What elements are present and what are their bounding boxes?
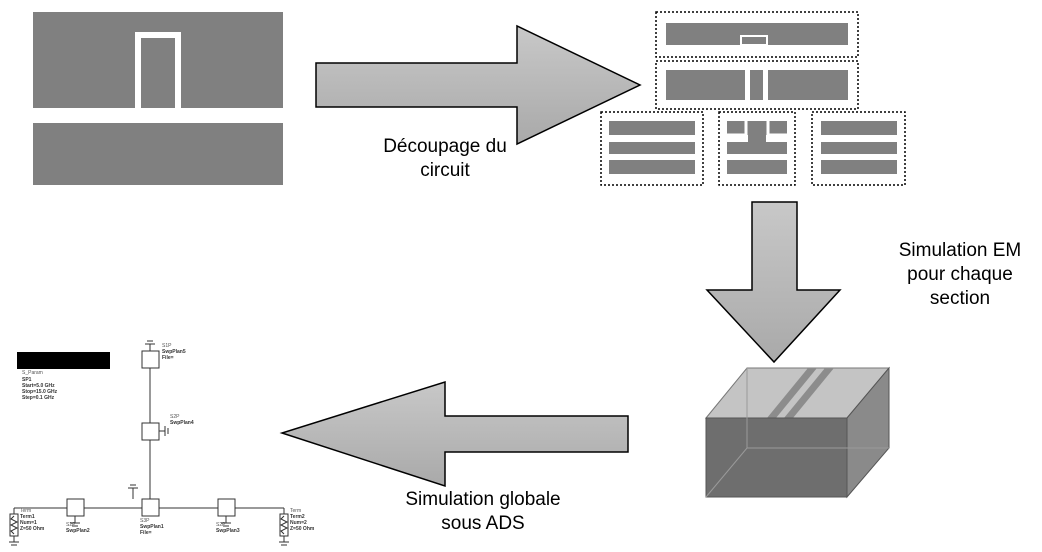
section-left-bar-2 xyxy=(609,142,695,154)
section-tee-stem xyxy=(748,121,766,154)
swp-center-file: File= xyxy=(140,530,152,536)
section-stub-slot xyxy=(740,35,768,46)
swp-right-name: SwpPlan3 xyxy=(216,528,240,534)
arrow-em xyxy=(705,201,842,364)
upper-metal-plane xyxy=(33,12,283,108)
term1-type: Term xyxy=(20,508,31,514)
section-stub-metal xyxy=(666,23,848,45)
arrow-global xyxy=(279,380,629,488)
sparam-stop: Stop=15.0 GHz xyxy=(22,389,58,395)
ads-schematic xyxy=(9,340,289,546)
swp-mid-ref: S2P xyxy=(170,414,180,420)
swp-right-ref: S2P xyxy=(216,522,226,528)
sparam-start: Start=5.0 GHz xyxy=(22,383,55,389)
schematic-text: S_Param SP1 Start=5.0 GHz Stop=15.0 GHz … xyxy=(20,343,315,536)
section-left-bar-3 xyxy=(609,160,695,174)
stub-slot xyxy=(135,32,181,108)
label-global-line-2: sous ADS xyxy=(441,513,525,534)
box-front-face xyxy=(705,417,848,498)
section-box-tee xyxy=(718,111,796,186)
swp-top-ref: S1P xyxy=(162,343,172,349)
label-split-line-2: circuit xyxy=(420,160,470,181)
label-em-line-2: pour chaque xyxy=(907,264,1013,285)
sparam-name: SP1 xyxy=(22,377,32,383)
term2-zigzag xyxy=(279,515,289,535)
swp-mid-name: SwpPlan4 xyxy=(170,420,194,426)
swp-center-ref: S3P xyxy=(140,518,150,524)
schematic-black-banner xyxy=(17,352,110,369)
term1-z: Z=50 Ohm xyxy=(20,526,45,532)
swp-top-name: SwpPlan5 xyxy=(162,349,186,355)
swp-top-block xyxy=(141,350,160,369)
slot-gap xyxy=(33,108,283,123)
sparam-title: S_Param xyxy=(22,370,43,376)
swp-left-name: SwpPlan2 xyxy=(66,528,90,534)
label-em: Simulation EM pour chaque section xyxy=(880,239,1040,311)
swp-top-file: File= xyxy=(162,355,174,361)
sparam-step: Step=0.1 GHz xyxy=(22,395,55,401)
swp-left-ref: S2P xyxy=(66,522,76,528)
section-left-bar-1 xyxy=(609,121,695,135)
arrow-split xyxy=(315,24,642,146)
label-em-line-1: Simulation EM xyxy=(898,240,1022,261)
section-tee-bar-3 xyxy=(727,160,787,174)
term2-z: Z=50 Ohm xyxy=(290,526,315,532)
swp-mid-block xyxy=(141,422,160,441)
label-split-line-1: Découpage du xyxy=(383,136,507,157)
swp-center-name: SwpPlan1 xyxy=(140,524,164,530)
term2-name: Term2 xyxy=(290,514,305,520)
term1-zigzag xyxy=(9,515,19,535)
label-em-line-3: section xyxy=(929,288,991,309)
section-right-bar-2 xyxy=(821,142,897,154)
section-right-bar-3 xyxy=(821,160,897,174)
section-pieces xyxy=(600,11,906,186)
section-box-stub xyxy=(655,11,859,58)
label-split: Découpage du circuit xyxy=(360,135,530,183)
term2-num: Num=2 xyxy=(290,520,307,526)
swp-left-block xyxy=(66,498,85,517)
em-simulation-box xyxy=(704,366,891,499)
term1-num: Num=1 xyxy=(20,520,37,526)
label-global: Simulation globale sous ADS xyxy=(378,488,588,536)
lower-metal-plane xyxy=(33,123,283,185)
section-tee-slot xyxy=(727,121,787,137)
full-circuit-layout xyxy=(33,12,283,185)
section-line-metal xyxy=(666,70,848,100)
term1-name: Term1 xyxy=(20,514,35,520)
section-box-right xyxy=(811,111,906,186)
section-box-line xyxy=(655,60,859,110)
section-line-slot-b xyxy=(763,70,768,100)
box-slot-2 xyxy=(784,368,834,418)
label-global-line-1: Simulation globale xyxy=(405,489,561,510)
swp-center-block xyxy=(141,498,160,517)
section-right-bar-1 xyxy=(821,121,897,135)
swp-right-block xyxy=(217,498,236,517)
box-slot-1 xyxy=(767,368,817,418)
section-line-slot-a xyxy=(745,70,750,100)
term2-type: Term xyxy=(290,508,301,514)
section-box-left xyxy=(600,111,704,186)
